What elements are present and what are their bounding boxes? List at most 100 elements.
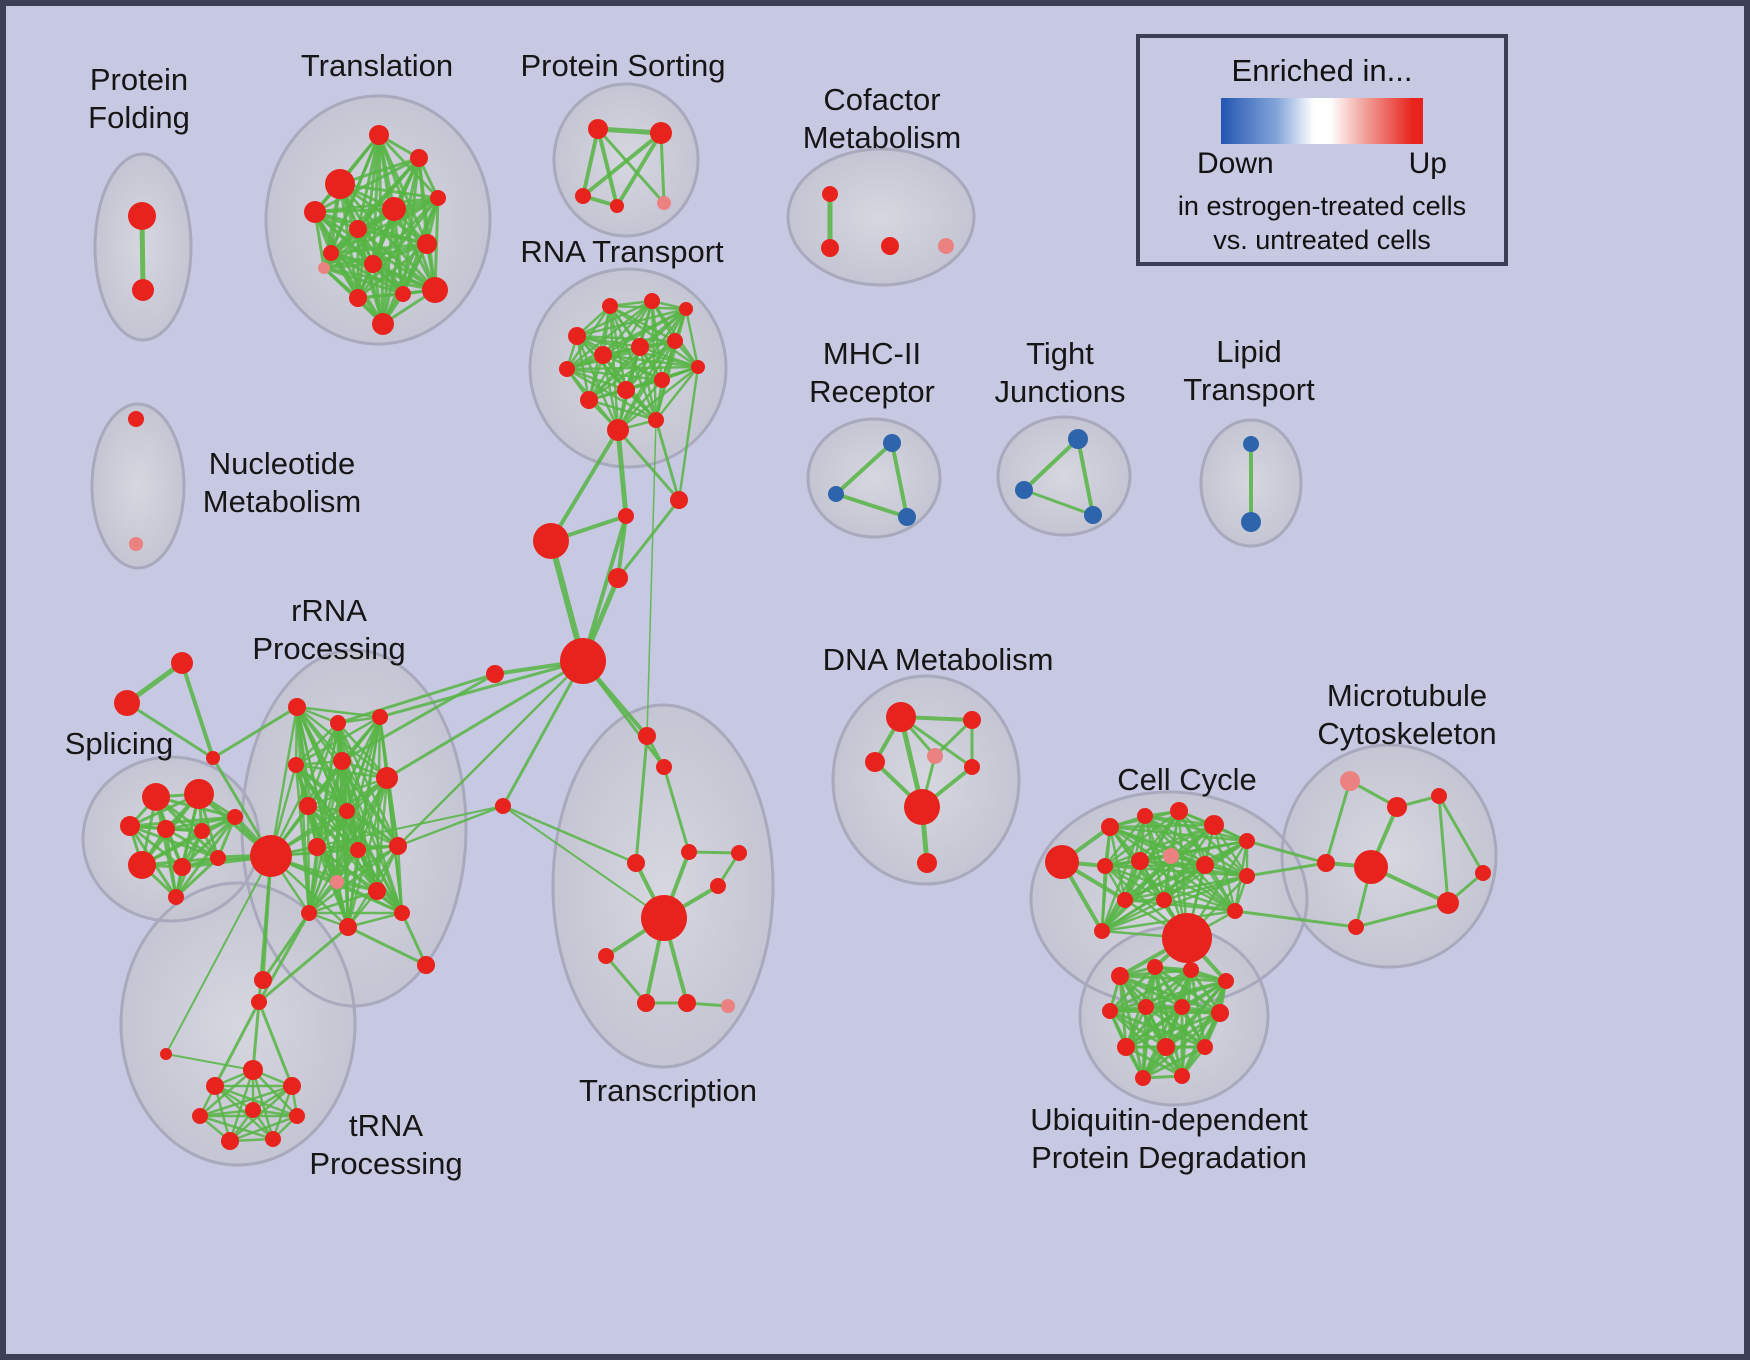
gene-set-node-tj1[interactable] xyxy=(1068,429,1088,449)
gene-set-node-sp5[interactable] xyxy=(194,823,210,839)
gene-set-node-tn4[interactable] xyxy=(283,1077,301,1095)
gene-set-node-dm2[interactable] xyxy=(963,711,981,729)
gene-set-node-cc13[interactable] xyxy=(1156,892,1172,908)
gene-set-node-tr2[interactable] xyxy=(369,125,389,145)
gene-set-node-rt13[interactable] xyxy=(607,419,629,441)
gene-set-node-dm6[interactable] xyxy=(917,853,937,873)
gene-set-node-rt3[interactable] xyxy=(644,293,660,309)
gene-set-node-rr13[interactable] xyxy=(330,875,344,889)
gene-set-node-rr8[interactable] xyxy=(339,803,355,819)
gene-set-node-tn1[interactable] xyxy=(251,994,267,1010)
gene-set-node-rr19[interactable] xyxy=(417,956,435,974)
gene-set-node-rt6[interactable] xyxy=(594,346,612,364)
gene-set-node-cc14[interactable] xyxy=(1094,923,1110,939)
gene-set-node-rt1[interactable] xyxy=(568,327,586,345)
gene-set-node-cn4[interactable] xyxy=(608,568,628,588)
gene-set-node-tc7[interactable] xyxy=(598,948,614,964)
gene-set-node-rt8[interactable] xyxy=(667,333,683,349)
gene-set-node-tr13[interactable] xyxy=(422,277,448,303)
gene-set-node-ub1[interactable] xyxy=(1111,967,1129,985)
gene-set-node-ps2[interactable] xyxy=(650,122,672,144)
gene-set-node-rt7[interactable] xyxy=(631,338,649,356)
gene-set-node-ul1[interactable] xyxy=(171,652,193,674)
gene-set-node-ub8[interactable] xyxy=(1211,1004,1229,1022)
gene-set-node-hub1[interactable] xyxy=(560,638,606,684)
gene-set-node-ub6[interactable] xyxy=(1138,999,1154,1015)
gene-set-node-mc4[interactable] xyxy=(1317,854,1335,872)
gene-set-node-mc5[interactable] xyxy=(1354,850,1388,884)
gene-set-node-rr6[interactable] xyxy=(376,767,398,789)
gene-set-node-rr15[interactable] xyxy=(301,905,317,921)
gene-set-node-tr6[interactable] xyxy=(382,197,406,221)
gene-set-node-ub13[interactable] xyxy=(1174,1068,1190,1084)
gene-set-node-cc11[interactable] xyxy=(1239,868,1255,884)
gene-set-node-cf4[interactable] xyxy=(938,238,954,254)
gene-set-node-tc10[interactable] xyxy=(721,999,735,1013)
gene-set-node-ub7[interactable] xyxy=(1174,999,1190,1015)
gene-set-node-rt14[interactable] xyxy=(648,412,664,428)
gene-set-node-rr18[interactable] xyxy=(254,971,272,989)
gene-set-node-tn3[interactable] xyxy=(206,1077,224,1095)
gene-set-node-mh1[interactable] xyxy=(883,434,901,452)
gene-set-node-dmhub[interactable] xyxy=(904,789,940,825)
gene-set-node-dm1[interactable] xyxy=(886,702,916,732)
gene-set-node-sp9[interactable] xyxy=(210,850,226,866)
gene-set-node-sp2[interactable] xyxy=(184,779,214,809)
gene-set-node-rt12[interactable] xyxy=(691,360,705,374)
gene-set-node-ps4[interactable] xyxy=(610,199,624,213)
gene-set-node-rr10[interactable] xyxy=(350,842,366,858)
gene-set-node-cc7[interactable] xyxy=(1097,858,1113,874)
gene-set-node-rt10[interactable] xyxy=(617,381,635,399)
gene-set-node-sp4[interactable] xyxy=(157,820,175,838)
gene-set-node-nm1[interactable] xyxy=(128,411,144,427)
gene-set-node-rr17[interactable] xyxy=(394,905,410,921)
gene-set-node-tc9[interactable] xyxy=(678,994,696,1012)
gene-set-node-cn6[interactable] xyxy=(486,665,504,683)
gene-set-node-sp1[interactable] xyxy=(142,783,170,811)
gene-set-node-cchub[interactable] xyxy=(1162,913,1212,963)
gene-set-node-tj3[interactable] xyxy=(1084,506,1102,524)
gene-set-node-tr9[interactable] xyxy=(364,255,382,273)
gene-set-node-cc1[interactable] xyxy=(1045,845,1079,879)
gene-set-node-ul2[interactable] xyxy=(114,690,140,716)
gene-set-node-lt1[interactable] xyxy=(1243,436,1259,452)
gene-set-node-cc8[interactable] xyxy=(1131,852,1149,870)
gene-set-node-tn2[interactable] xyxy=(243,1060,263,1080)
gene-set-node-tr8[interactable] xyxy=(323,245,339,261)
gene-set-node-ub2[interactable] xyxy=(1147,959,1163,975)
gene-set-node-sp10[interactable] xyxy=(168,889,184,905)
gene-set-node-cf2[interactable] xyxy=(821,239,839,257)
gene-set-node-cn1[interactable] xyxy=(670,491,688,509)
gene-set-node-sp6[interactable] xyxy=(227,809,243,825)
gene-set-node-lt2[interactable] xyxy=(1241,512,1261,532)
gene-set-node-ub5[interactable] xyxy=(1102,1003,1118,1019)
gene-set-node-tr12[interactable] xyxy=(395,286,411,302)
gene-set-node-tc4[interactable] xyxy=(681,844,697,860)
gene-set-node-cc9[interactable] xyxy=(1163,848,1179,864)
gene-set-node-mh2[interactable] xyxy=(828,486,844,502)
gene-set-node-mc2[interactable] xyxy=(1387,797,1407,817)
gene-set-node-dm3[interactable] xyxy=(865,752,885,772)
gene-set-node-pf2[interactable] xyxy=(132,279,154,301)
gene-set-node-tj2[interactable] xyxy=(1015,481,1033,499)
gene-set-node-rt11[interactable] xyxy=(654,372,670,388)
gene-set-node-rt2[interactable] xyxy=(602,298,618,314)
gene-set-node-tr11[interactable] xyxy=(349,289,367,307)
gene-set-node-rr14[interactable] xyxy=(368,882,386,900)
gene-set-node-tr14[interactable] xyxy=(372,313,394,335)
gene-set-node-rr4[interactable] xyxy=(288,757,304,773)
gene-set-node-tc8[interactable] xyxy=(637,994,655,1012)
gene-set-node-tchub[interactable] xyxy=(641,895,687,941)
gene-set-node-cc4[interactable] xyxy=(1170,802,1188,820)
gene-set-node-tn6[interactable] xyxy=(245,1102,261,1118)
gene-set-node-cf1[interactable] xyxy=(822,186,838,202)
gene-set-node-rr3[interactable] xyxy=(372,709,388,725)
gene-set-node-tr7[interactable] xyxy=(430,190,446,206)
gene-set-node-rr16[interactable] xyxy=(339,918,357,936)
gene-set-node-dm4[interactable] xyxy=(927,748,943,764)
gene-set-node-tr1[interactable] xyxy=(325,169,355,199)
gene-set-node-tc3[interactable] xyxy=(627,854,645,872)
gene-set-node-ub11[interactable] xyxy=(1197,1039,1213,1055)
gene-set-node-mc8[interactable] xyxy=(1348,919,1364,935)
gene-set-node-ps1[interactable] xyxy=(588,119,608,139)
